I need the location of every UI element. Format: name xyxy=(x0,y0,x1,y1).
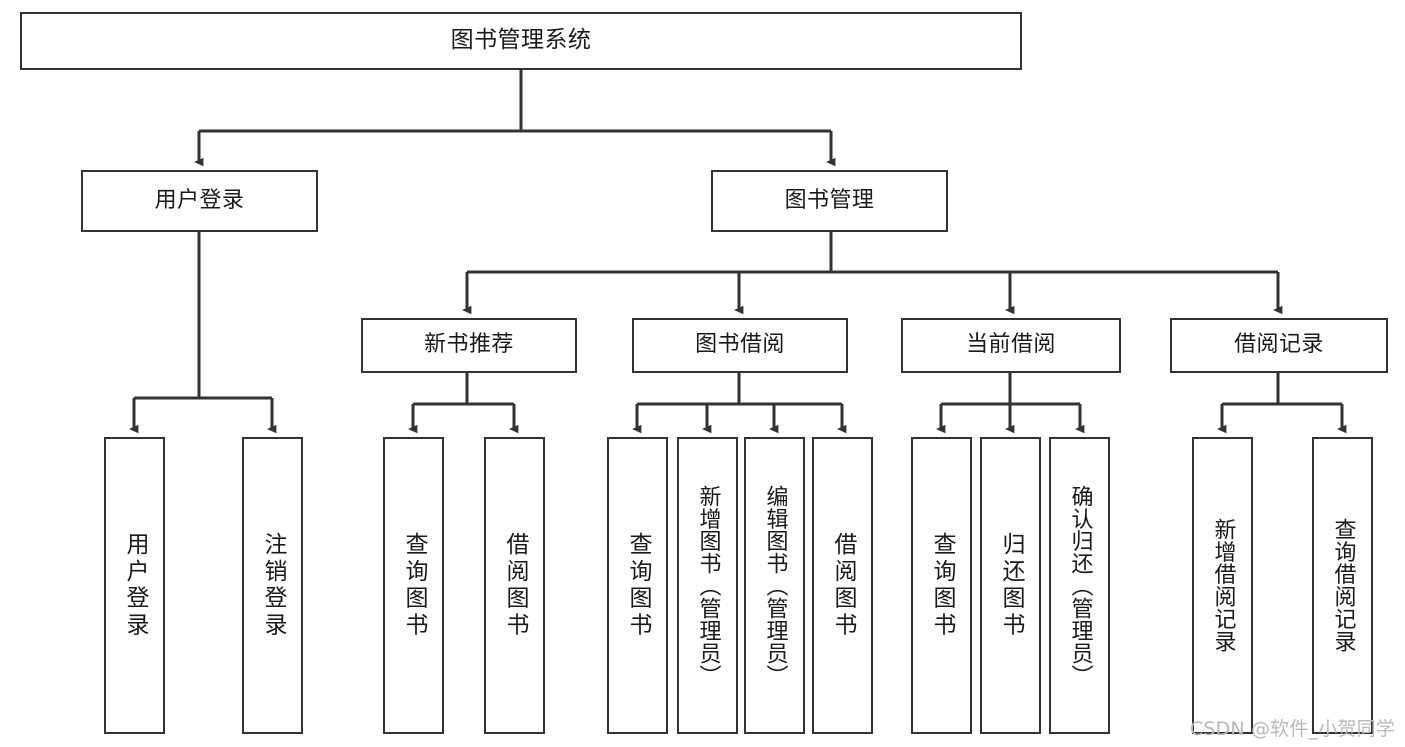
leaf-current-return-book[interactable]: 归还图书 xyxy=(980,437,1041,734)
leaf-current-confirm-return-admin[interactable]: 确认归还（管理员） xyxy=(1049,437,1110,734)
leaf-record-add-record[interactable]: 新增借阅记录 xyxy=(1192,437,1253,734)
node-label: 借阅图书 xyxy=(502,532,528,639)
node-label: 用户登录 xyxy=(122,532,148,639)
node-label: 查询借阅记录 xyxy=(1330,518,1356,653)
node-current-borrow[interactable]: 当前借阅 xyxy=(901,318,1121,373)
node-label: 查询图书 xyxy=(401,532,427,639)
node-label: 图书管理系统 xyxy=(450,27,592,54)
node-new-book-recommend[interactable]: 新书推荐 xyxy=(361,318,577,373)
leaf-user-login-login[interactable]: 用户登录 xyxy=(104,437,165,734)
leaf-user-login-logout[interactable]: 注销登录 xyxy=(242,437,303,734)
node-user-login[interactable]: 用户登录 xyxy=(81,170,318,232)
node-label: 编辑图书（管理员） xyxy=(762,484,788,687)
node-label: 注销登录 xyxy=(260,532,286,639)
node-label: 借阅记录 xyxy=(1234,332,1324,358)
node-label: 新增图书（管理员） xyxy=(695,484,721,687)
node-root-system[interactable]: 图书管理系统 xyxy=(20,12,1022,70)
node-label: 用户登录 xyxy=(154,187,245,213)
node-book-borrow[interactable]: 图书借阅 xyxy=(632,318,848,373)
csdn-watermark: CSDN @软件_小贺同学 xyxy=(1189,718,1395,740)
node-label: 确认归还（管理员） xyxy=(1067,484,1093,687)
leaf-recommend-borrow-book[interactable]: 借阅图书 xyxy=(484,437,545,734)
node-book-management[interactable]: 图书管理 xyxy=(711,170,948,232)
node-label: 当前借阅 xyxy=(966,332,1056,358)
leaf-borrow-query-book[interactable]: 查询图书 xyxy=(607,437,668,734)
leaf-borrow-add-book-admin[interactable]: 新增图书（管理员） xyxy=(677,437,738,734)
node-label: 图书管理 xyxy=(784,187,875,213)
leaf-recommend-query-book[interactable]: 查询图书 xyxy=(383,437,444,734)
node-label: 归还图书 xyxy=(998,532,1024,639)
leaf-borrow-borrow-book[interactable]: 借阅图书 xyxy=(812,437,873,734)
node-label: 图书借阅 xyxy=(695,332,785,358)
node-label: 借阅图书 xyxy=(830,532,856,639)
node-label: 新书推荐 xyxy=(424,332,514,358)
node-label: 查询图书 xyxy=(929,532,955,639)
node-label: 查询图书 xyxy=(625,532,651,639)
leaf-current-query-book[interactable]: 查询图书 xyxy=(911,437,972,734)
node-borrow-record[interactable]: 借阅记录 xyxy=(1170,318,1388,373)
leaf-record-query-record[interactable]: 查询借阅记录 xyxy=(1312,437,1373,734)
node-label: 新增借阅记录 xyxy=(1210,518,1236,653)
leaf-borrow-edit-book-admin[interactable]: 编辑图书（管理员） xyxy=(744,437,805,734)
